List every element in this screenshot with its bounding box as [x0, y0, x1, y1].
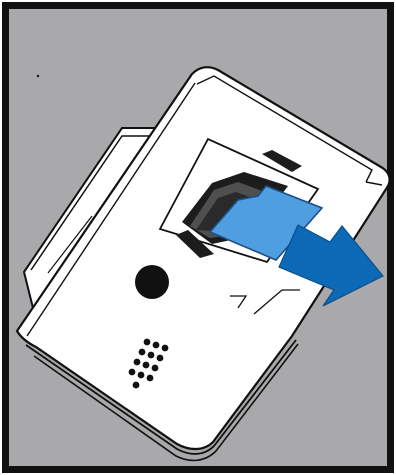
round-button	[135, 265, 169, 299]
background-speck	[37, 75, 39, 77]
